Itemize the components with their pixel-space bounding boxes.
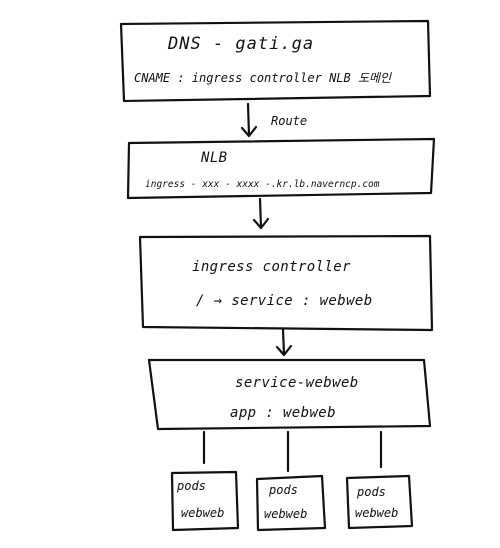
service-to-pods-lines [202,430,383,473]
pod-box: pods webweb [170,470,240,532]
pod-app: webweb [264,507,307,521]
pod-box: pods webweb [255,474,327,532]
pod-label: pods [268,483,298,497]
arrow-ingress-to-service [275,328,293,357]
service-box: service-webweb app : webweb [147,358,432,431]
dns-cname: CNAME : ingress controller NLB 도메인 [134,71,392,85]
nlb-address: ingress - xxx - xxxx -.kr.lb.naverncp.co… [145,179,380,190]
pod-app: webweb [181,506,224,520]
pod-box-outline [170,470,240,532]
nlb-box: NLB ingress - xxx - xxxx -.kr.lb.navernc… [126,137,436,200]
pod-box-outline [345,474,414,530]
dns-box: DNS - gati.ga CNAME : ingress controller… [119,19,432,103]
pod-label: pods [176,479,206,493]
pod-app: webweb [355,506,398,520]
service-selector: app : webweb [230,405,336,421]
arrow-nlb-to-ingress [252,197,270,230]
service-box-outline [147,358,432,431]
ingress-box: ingress controller / → service : webweb [138,234,434,332]
dns-title: DNS - gati.ga [167,34,314,54]
route-label: Route [271,114,307,128]
ingress-box-outline [138,234,434,332]
ingress-title: ingress controller [192,259,351,275]
pod-box-outline [255,474,327,532]
service-title: service-webweb [235,375,359,391]
nlb-box-outline [126,137,436,200]
pod-label: pods [356,485,386,499]
ingress-rule: / → service : webweb [196,293,373,309]
arrow-dns-to-nlb [240,102,258,138]
nlb-title: NLB [200,150,228,166]
pod-box: pods webweb [345,474,414,530]
dns-box-outline [119,19,432,103]
